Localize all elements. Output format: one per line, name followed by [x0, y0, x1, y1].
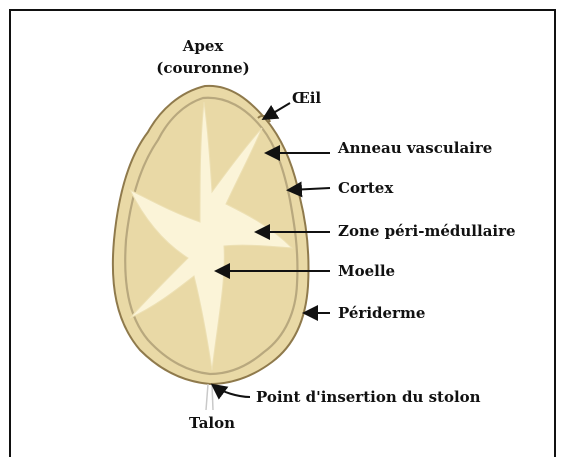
label-oeil: Œil — [292, 89, 321, 107]
arrow-oeil — [265, 103, 290, 118]
stolon-insertion — [206, 384, 208, 410]
arrow-point — [214, 386, 250, 397]
label-moelle: Moelle — [338, 262, 395, 280]
label-periderme: Périderme — [338, 304, 425, 322]
label-point-insertion: Point d'insertion du stolon — [256, 388, 481, 406]
label-cortex: Cortex — [338, 179, 394, 197]
stolon-insertion-2 — [212, 384, 213, 410]
label-zone-peri-medullaire: Zone péri-médullaire — [338, 222, 516, 240]
label-apex: Apex — [182, 37, 225, 55]
label-talon: Talon — [189, 414, 235, 432]
label-anneau-vasculaire: Anneau vasculaire — [337, 139, 492, 157]
label-apex-couronne: (couronne) — [156, 59, 250, 77]
